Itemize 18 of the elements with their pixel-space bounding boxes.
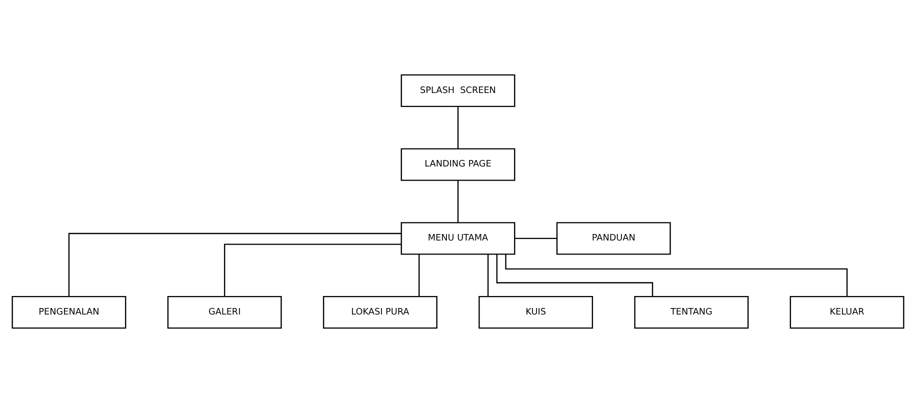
- node-box: LOKASI PURA: [322, 296, 438, 329]
- connector: [418, 254, 420, 296]
- node-box: KUIS: [478, 296, 594, 329]
- node-box: GALERI: [167, 296, 282, 329]
- connector: [515, 238, 557, 240]
- connector: [457, 106, 459, 149]
- node-box: MENU UTAMA: [400, 222, 516, 255]
- connector: [457, 180, 459, 222]
- node-box: PANDUAN: [556, 222, 671, 255]
- connector: [505, 254, 848, 296]
- node-box: TENTANG: [634, 296, 749, 329]
- node-box: LANDING PAGE: [400, 148, 516, 181]
- connector: [487, 254, 489, 296]
- connector: [224, 244, 402, 297]
- node-box: PENGENALAN: [12, 296, 126, 329]
- node-box: KELUAR: [790, 296, 904, 329]
- node-box: SPLASH SCREEN: [400, 74, 516, 108]
- connector: [68, 232, 402, 296]
